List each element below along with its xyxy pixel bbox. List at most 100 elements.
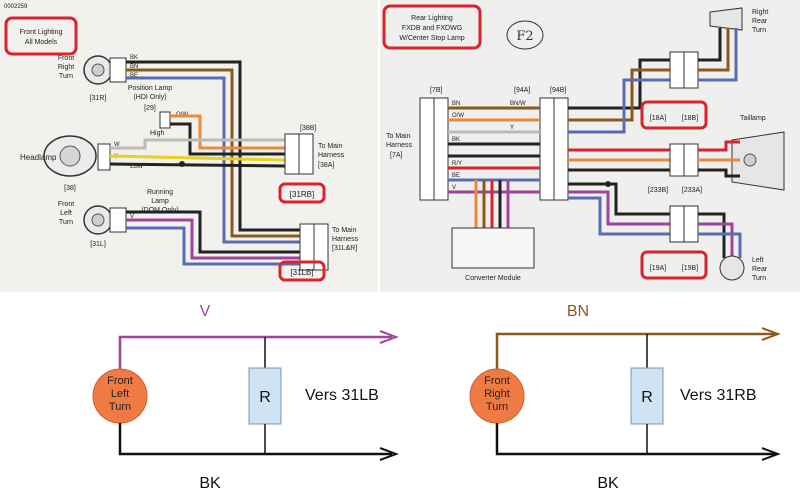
to-main-2: Harness [318,152,345,159]
rw-r-bk-1 [568,58,670,110]
conn-29: [29] [144,105,156,112]
conn-233A: [233A] [682,187,702,194]
left-lamp-label-3: Turn [109,401,131,413]
conn-31LR-b [313,223,329,271]
conn-7-b [433,97,449,201]
front-right-turn-label-3: Turn [59,73,73,80]
rw-tl-3 [698,168,740,178]
right-lamp-label-1: Front [484,375,510,387]
rw-label-bn: BN [452,101,460,107]
to-main-1: To Main [318,143,343,150]
conn-19A: [19A] [650,265,666,272]
rw-label-ow: O/W [452,113,464,119]
conn-18-b [683,51,699,89]
wire-bk-4 [126,210,300,254]
right-brown-arrow [761,327,781,341]
headlamp-label: Headlamp [20,153,57,162]
front-lighting-svg: 0002259 Front Lighting All Models Front … [4,4,359,282]
wire-label-bn: BN [130,64,138,70]
right-rear-turn-lamp [709,7,743,31]
conn-19-a [669,205,685,243]
left-black-wire [118,423,392,456]
wire-ow-1 [170,114,285,150]
title-line1: Front Lighting [20,29,63,36]
conn-31R: [31R] [90,95,107,102]
left-rear-3: Turn [752,275,766,282]
right-destination: Vers 31RB [680,387,756,404]
right-black-arrow [761,447,781,461]
rw-label-be: BE [452,173,460,179]
front-left-turn-label-1: Front [58,201,74,208]
wire-bk-1 [126,60,300,232]
rw-label-y: Y [510,125,514,131]
converter-module-label: Converter Module [465,275,521,282]
left-rear-turn-lamp [719,255,745,281]
front-left-turn-label-3: Turn [59,219,73,226]
rw-label-bnw: BN/W [510,101,526,107]
rw-rrt-1 [698,28,722,62]
right-rear-3: Turn [752,27,766,34]
wire-y [109,154,286,162]
conn-7-a [419,97,435,201]
handwritten-note: F2 [516,29,533,44]
wire-w [110,138,285,150]
conn-19B: [19B] [682,265,698,272]
right-lamp-label-2: Right [484,388,510,400]
rw-lrt-1 [698,212,726,258]
left-destination: Vers 31LB [305,387,379,404]
conn-29-body [159,111,171,129]
rw-r-bn [568,68,670,122]
schematic-left: V R Front Left Turn Vers 31LB BK [92,303,399,492]
rear-to-main-2: Harness [386,142,413,149]
rw-r-bk-3 [568,182,670,216]
position-lamp-1: Position Lamp [128,85,172,92]
conn-233B: [233B] [648,187,668,194]
left-resistor-label: R [259,389,271,406]
low-label: Low [130,163,144,170]
rw-r-v [568,190,670,226]
conn-31L: [31L] [90,241,106,248]
taillamp-bulb [743,153,757,167]
right-rear-2: Rear [752,18,768,25]
front-right-turn-label-2: Right [58,64,74,71]
taillamp-label: Taillamp [740,115,766,122]
wire-label-v: V [130,214,134,220]
conn-18-callout [640,100,708,130]
right-rear-1: Right [752,9,768,16]
running-lamp-1: Running [147,189,173,196]
right-resistor-label: R [641,389,653,406]
rw-label-bk: BK [452,137,460,143]
doc-id: 0002259 [4,4,28,10]
conn-19-callout [640,250,708,280]
wire-label-bk: BK [130,55,138,61]
front-left-turn-bulb [91,213,105,227]
rear-lighting-diagram: Rear Lighting FXDB and FXDWG W/Center St… [380,0,800,292]
conn-233-b [683,143,699,177]
conn-94-a [539,97,555,201]
front-left-turn-label-2: Left [60,210,72,217]
left-top-wire-label: V [200,303,211,320]
high-label: High [150,130,165,137]
rw-r-be-1 [568,78,670,134]
conn-233-a [669,143,685,177]
left-resistor [248,367,282,425]
conn-38A: [38A] [318,162,334,169]
position-lamp-2: (HDI Only) [133,94,166,101]
rear-splice-dot [605,181,611,187]
conn-94A: [94A] [514,87,530,94]
conn-94-b [553,97,569,201]
rear-title-2: FXDB and FXDWG [402,25,462,32]
left-rear-2: Rear [752,266,768,273]
rear-title-callout [382,4,482,50]
taillamp-body [731,131,785,191]
headlamp-lens [59,145,81,167]
rw-lrt-2 [698,222,734,258]
conn-38-pair-b [298,133,314,175]
wire-be-2 [126,226,300,266]
conn-18-a [669,51,685,89]
left-bottom-wire-label: BK [199,475,221,492]
right-lamp-label-3: Turn [486,401,508,413]
front-right-turn-bulb [91,63,105,77]
left-violet-wire [118,335,392,370]
rw-r-be-2 [568,196,670,236]
